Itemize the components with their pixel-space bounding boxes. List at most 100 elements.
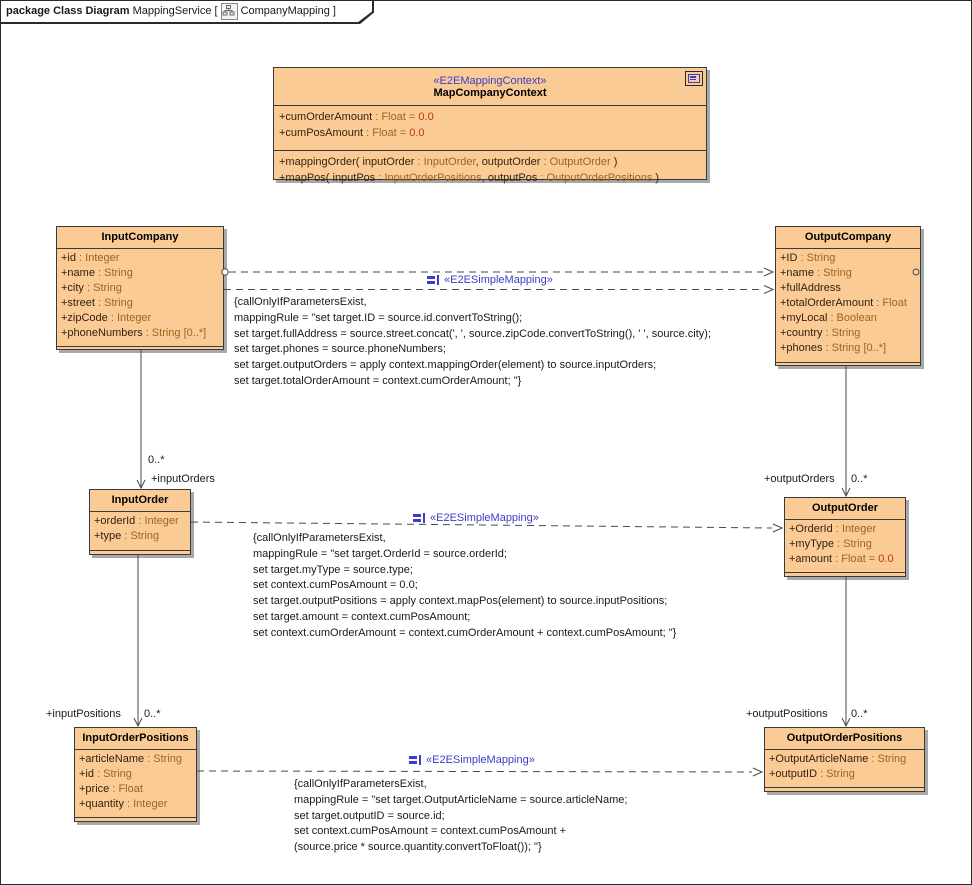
annotation-line: mappingRule = "set target.OutputArticleN… [294, 793, 628, 806]
frame-diagram-name: CompanyMapping [240, 5, 330, 17]
attributes-compartment: +OrderId : Integer +myType : String +amoun… [785, 520, 905, 573]
frame-bracket-close: ] [329, 5, 336, 17]
class-map-company-context[interactable]: «E2EMappingContext» MapCompanyContext +c… [273, 67, 707, 184]
annotation-line: mappingRule = "set target.ID = source.id… [234, 311, 523, 324]
attribute-line[interactable]: +quantity : Integer [79, 798, 168, 810]
annotation-line: {callOnlyIfParametersExist, [253, 532, 386, 544]
annotation-line: set target.outputOrders = apply context.… [234, 359, 657, 372]
annotation-line: set context.cumPosAmount = 0.0; [253, 579, 418, 592]
attributes-compartment: +orderId : Integer +type : String [90, 512, 190, 551]
mapping-label-company[interactable]: «E2ESimpleMapping» [444, 274, 553, 286]
operation-line[interactable]: +mapPos( inputPos : InputOrderPositions,… [279, 172, 660, 184]
operations-compartment-empty [785, 573, 905, 581]
attributes-compartment: +ID : String +name : String +fullAddress +t… [776, 249, 920, 363]
attribute-line[interactable]: +myLocal : Boolean [780, 312, 877, 324]
class-output-company[interactable]: OutputCompany +ID : String +name : String… [775, 226, 921, 366]
attribute-line[interactable]: +cumOrderAmount : Float = 0.0 [279, 111, 434, 123]
frame-keyword: package Class Diagram [6, 5, 130, 17]
attribute-line[interactable]: +id : Integer [61, 252, 120, 264]
annotation-line: set target.myType = source.type; [253, 563, 413, 576]
attribute-line[interactable]: +articleName : String [79, 753, 183, 765]
attribute-line[interactable]: +amount : Float = 0.0 [789, 553, 894, 565]
class-name: InputOrder [90, 490, 190, 512]
mapping-rule-annotation-company[interactable]: {callOnlyIfParametersExist, mappingRule =… [234, 295, 794, 390]
class-title: «E2EMappingContext» MapCompanyContext [274, 68, 706, 106]
attributes-compartment: +articleName : String +id : String +price … [75, 750, 196, 818]
attribute-line[interactable]: +type : String [94, 530, 160, 542]
multiplicity-label[interactable]: 0..* [148, 454, 165, 466]
mapping-label-order[interactable]: «E2ESimpleMapping» [430, 512, 539, 524]
operations-compartment: +mappingOrder( inputOrder : InputOrder, … [274, 151, 706, 194]
class-output-order[interactable]: OutputOrder +OrderId : Integer+myType : … [784, 497, 906, 577]
attribute-line[interactable]: +fullAddress [780, 282, 841, 294]
annotation-line: mappingRule = "set target.OrderId = sour… [253, 547, 507, 560]
operations-compartment-empty [90, 551, 190, 559]
frame-service-name: MappingService [ [129, 5, 218, 17]
attributes-compartment: +OutputArticleName : String +outputID : S… [765, 750, 924, 788]
class-name: MapCompanyContext [433, 86, 547, 99]
attributes-compartment: +cumOrderAmount : Float = 0.0 +cumPosAmou… [274, 106, 706, 151]
operations-compartment-empty [75, 818, 196, 826]
class-stereotype: «E2EMappingContext» [433, 74, 547, 87]
operations-compartment-empty [57, 347, 223, 355]
annotation-line: set target.amount = context.cumPosAmount… [253, 610, 471, 623]
annotation-line: {callOnlyIfParametersExist, [234, 296, 367, 308]
attribute-line[interactable]: +outputID : String [769, 768, 855, 780]
annotation-line: (source.price * source.quantity.convertT… [294, 841, 542, 854]
association-input-positions[interactable] [133, 555, 143, 728]
association-input-orders[interactable] [136, 350, 146, 490]
role-label[interactable]: +inputPositions [46, 708, 121, 720]
attribute-line[interactable]: +name : String [780, 267, 852, 279]
simple-mapping-icon [409, 755, 422, 766]
annotation-line: set context.cumOrderAmount = context.cum… [253, 626, 677, 639]
class-input-order-positions[interactable]: InputOrderPositions +articleName : Strin… [74, 727, 197, 822]
attribute-line[interactable]: +country : String [780, 327, 861, 339]
mapping-rule-annotation-positions[interactable]: {callOnlyIfParametersExist, mappingRule =… [294, 777, 724, 856]
role-label[interactable]: +outputPositions [746, 708, 828, 720]
class-name: OutputCompany [776, 227, 920, 249]
operation-line[interactable]: +mappingOrder( inputOrder : InputOrder, … [279, 156, 618, 168]
mapping-rule-annotation-order[interactable]: {callOnlyIfParametersExist, mappingRule =… [253, 531, 793, 642]
role-label[interactable]: +inputOrders [151, 473, 215, 485]
attribute-line[interactable]: +totalOrderAmount : Float [780, 297, 907, 309]
class-input-order[interactable]: InputOrder +orderId : Integer +type : Str… [89, 489, 191, 555]
role-label[interactable]: +outputOrders [764, 473, 835, 485]
class-input-company[interactable]: InputCompany +id : Integer +name : String… [56, 226, 224, 350]
attribute-line[interactable]: +cumPosAmount : Float = 0.0 [279, 127, 425, 139]
multiplicity-label[interactable]: 0..* [144, 708, 161, 720]
multiplicity-label[interactable]: 0..* [851, 473, 868, 485]
association-output-orders[interactable] [841, 366, 851, 498]
annotation-line: {callOnlyIfParametersExist, [294, 778, 427, 790]
attribute-line[interactable]: +price : Float [79, 783, 143, 795]
attribute-line[interactable]: +phones : String [0..*] [780, 342, 887, 354]
attribute-line[interactable]: +OrderId : Integer [789, 523, 877, 535]
class-output-order-positions[interactable]: OutputOrderPositions +OutputArticleName … [764, 727, 925, 792]
attribute-line[interactable]: +OutputArticleName : String [769, 753, 907, 765]
attribute-line[interactable]: +name : String [61, 267, 133, 279]
attribute-line[interactable]: +myType : String [789, 538, 872, 550]
class-name: OutputOrderPositions [765, 728, 924, 750]
attribute-line[interactable]: +phoneNumbers : String [0..*] [61, 327, 207, 339]
attribute-line[interactable]: +zipCode : Integer [61, 312, 152, 324]
frame-tab: package Class Diagram MappingService [ Co… [1, 1, 374, 24]
mapping-label-positions[interactable]: «E2ESimpleMapping» [426, 754, 535, 766]
annotation-line: set target.outputPositions = apply conte… [253, 595, 668, 608]
attribute-line[interactable]: +orderId : Integer [94, 515, 179, 527]
mapping-context-icon[interactable] [685, 71, 703, 86]
mapping-arrow-positions[interactable] [196, 767, 764, 777]
class-name: InputOrderPositions [75, 728, 196, 750]
class-name: InputCompany [57, 227, 223, 249]
annotation-line: set target.totalOrderAmount = context.cu… [234, 374, 522, 387]
multiplicity-label[interactable]: 0..* [851, 708, 868, 720]
association-output-positions[interactable] [841, 577, 851, 728]
operations-compartment-empty [776, 363, 920, 371]
attribute-line[interactable]: +ID : String [780, 252, 836, 264]
annotation-line: set target.fullAddress = source.street.c… [234, 327, 712, 340]
annotation-line: set target.outputID = source.id; [294, 809, 445, 822]
attribute-line[interactable]: +city : String [61, 282, 122, 294]
attribute-line[interactable]: +street : String [61, 297, 133, 309]
mapping-arrow-company-fulladdress[interactable] [224, 285, 775, 294]
simple-mapping-icon [413, 513, 426, 524]
attribute-line[interactable]: +id : String [79, 768, 132, 780]
